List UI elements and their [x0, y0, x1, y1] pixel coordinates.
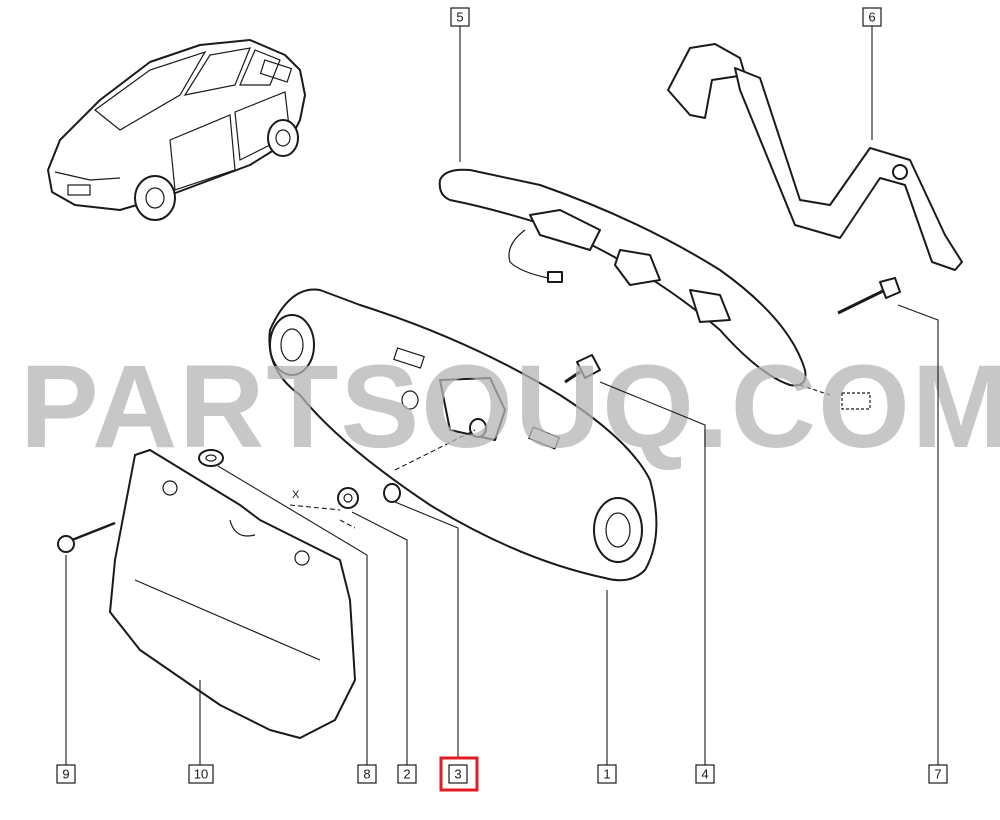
svg-text:4: 4 [701, 767, 708, 782]
connector-clip [799, 384, 871, 410]
callout-5[interactable]: 5 [450, 7, 470, 27]
clip-on-panel [469, 418, 487, 438]
vehicle-illustration [47, 39, 306, 221]
callout-4[interactable]: 4 [695, 764, 715, 784]
callout-3-selected[interactable]: 3 [439, 756, 479, 792]
leader-lines [65, 25, 939, 765]
part-10-cover-panel [109, 449, 356, 739]
svg-text:8: 8 [363, 767, 370, 782]
part-8-grommet [198, 449, 224, 467]
callout-6[interactable]: 6 [862, 7, 882, 27]
svg-text:9: 9 [62, 767, 69, 782]
svg-text:2: 2 [403, 767, 410, 782]
watermark-text: PARTSOUQ.COM [20, 341, 1000, 473]
part-3-clip [383, 483, 401, 503]
callout-7[interactable]: 7 [928, 764, 948, 784]
svg-text:10: 10 [194, 767, 208, 782]
part-9-screw [57, 521, 116, 553]
svg-text:3: 3 [454, 767, 461, 782]
axis-marker: X [289, 429, 476, 529]
part-1-trim-panel [268, 288, 658, 582]
axis-marker-label: X [292, 489, 300, 501]
callout-2[interactable]: 2 [397, 764, 417, 784]
callout-10[interactable]: 10 [188, 764, 214, 784]
svg-text:6: 6 [868, 10, 875, 25]
svg-text:7: 7 [934, 767, 941, 782]
svg-text:5: 5 [456, 10, 463, 25]
part-5-trim-strip [438, 168, 807, 387]
part-2-nut [337, 487, 359, 509]
part-6-bracket [667, 43, 963, 271]
callout-8[interactable]: 8 [357, 764, 377, 784]
part-7-pin [837, 277, 901, 315]
callout-9[interactable]: 9 [56, 764, 76, 784]
svg-text:1: 1 [603, 767, 610, 782]
part-4-bolt [564, 354, 601, 384]
callout-1[interactable]: 1 [597, 764, 617, 784]
